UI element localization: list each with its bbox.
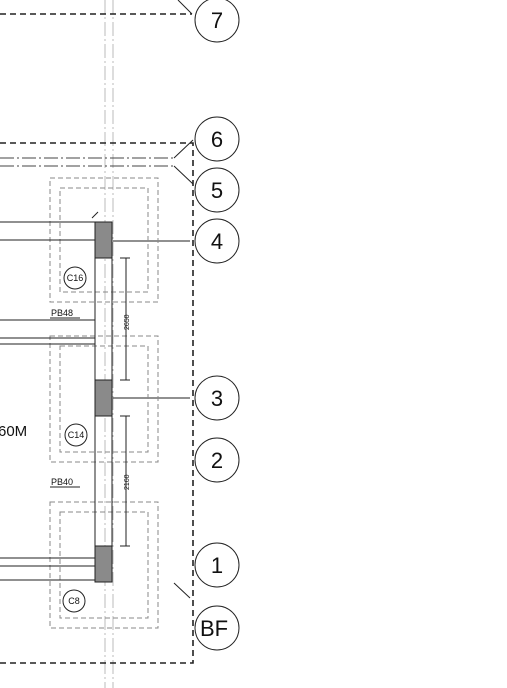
grid-bubble-7-circle bbox=[194, 0, 240, 43]
column-mark-c16-circle bbox=[63, 266, 87, 290]
column-mark-c8-circle bbox=[62, 589, 86, 613]
grid-bubble-2-circle bbox=[194, 437, 240, 483]
grid-bubble-3-circle bbox=[194, 375, 240, 421]
grid-bubble-6-circle bbox=[194, 116, 240, 162]
dimension-text: 2650 bbox=[124, 314, 131, 330]
grid-bubble-4-circle bbox=[194, 218, 240, 264]
footing-c14-outer bbox=[49, 335, 159, 463]
column-mark-c8: C8 bbox=[68, 596, 80, 606]
grid-bubble-3: 3 bbox=[211, 386, 223, 411]
column-c8 bbox=[94, 545, 113, 583]
dimension-text: 2160 bbox=[124, 474, 131, 490]
grid-bubble-1-circle bbox=[194, 542, 240, 588]
grid-bubble-7: 7 bbox=[211, 8, 223, 33]
grid-6-leader bbox=[173, 139, 194, 159]
grid-bubble-5-circle bbox=[194, 167, 240, 213]
column-c16 bbox=[94, 221, 113, 259]
grid-5-leader bbox=[173, 165, 194, 185]
grid-7-leader bbox=[177, 0, 193, 15]
footing-c14-inner bbox=[59, 345, 149, 453]
grid-bubble-1: 1 bbox=[211, 553, 223, 578]
footing-c8-inner bbox=[59, 511, 149, 619]
grid-bf-leader bbox=[173, 582, 191, 599]
column-c14 bbox=[94, 379, 113, 417]
grid-bubble-5: 5 bbox=[211, 178, 223, 203]
grid-bubble-6: 6 bbox=[211, 127, 223, 152]
wall-top-tick bbox=[91, 211, 99, 219]
grid-bubble-bf: BF bbox=[200, 616, 228, 641]
grid-bubble-bf-circle bbox=[194, 605, 240, 651]
column-mark-c14-circle bbox=[64, 423, 88, 447]
beam-tag-pb48: PB48 bbox=[51, 308, 73, 318]
slab-boundary bbox=[0, 142, 194, 664]
grid-bubble-4: 4 bbox=[211, 229, 223, 254]
beam-tag-pb40: PB40 bbox=[51, 477, 73, 487]
footing-c8-outer bbox=[49, 501, 159, 629]
column-mark-c16: C16 bbox=[67, 273, 84, 283]
partial-room-label: 60M bbox=[0, 423, 27, 440]
grid-bubble-2: 2 bbox=[211, 448, 223, 473]
column-mark-c14: C14 bbox=[68, 430, 85, 440]
